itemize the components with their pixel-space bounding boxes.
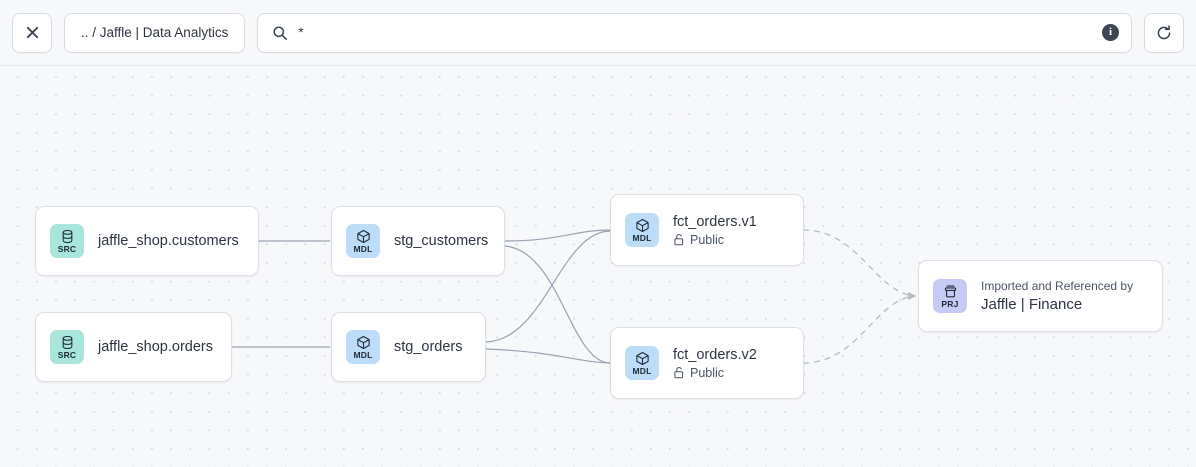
node-visibility-label: Public <box>690 365 725 380</box>
badge-prj: PRJ <box>933 279 967 313</box>
node-stg-customers[interactable]: MDL stg_customers <box>331 206 505 276</box>
node-body: jaffle_shop.customers <box>98 233 239 249</box>
edge-v2-to-project <box>802 292 917 364</box>
node-jaffle-finance-project[interactable]: PRJ Imported and Referenced by Jaffle | … <box>918 260 1163 332</box>
node-stg-orders[interactable]: MDL stg_orders <box>331 312 486 382</box>
badge-src: SRC <box>50 224 84 258</box>
badge-label: PRJ <box>941 298 959 309</box>
node-body: stg_orders <box>394 339 463 355</box>
unlock-icon <box>674 234 684 246</box>
badge-mdl: MDL <box>346 330 380 364</box>
badge-mdl: MDL <box>625 346 659 380</box>
badge-src: SRC <box>50 330 84 364</box>
database-icon <box>60 335 75 350</box>
node-title: fct_orders.v2 <box>673 346 757 363</box>
badge-mdl: MDL <box>625 213 659 247</box>
badge-label: MDL <box>632 365 652 376</box>
badge-label: SRC <box>57 349 77 360</box>
search-icon <box>273 25 288 40</box>
cube-icon <box>356 335 371 350</box>
node-jaffle-shop-orders[interactable]: SRC jaffle_shop.orders <box>35 312 232 382</box>
node-visibility-label: Public <box>690 232 725 247</box>
project-icon <box>943 284 958 299</box>
node-body: stg_customers <box>394 233 488 249</box>
unlock-icon <box>674 367 684 379</box>
info-icon-label: i <box>1108 26 1113 38</box>
node-body: Imported and Referenced by Jaffle | Fina… <box>981 279 1133 313</box>
refresh-button[interactable] <box>1144 12 1184 53</box>
node-title: Jaffle | Finance <box>981 296 1083 313</box>
node-fct-orders-v1[interactable]: MDL fct_orders.v1 Public <box>610 194 804 266</box>
node-visibility: Public <box>673 233 757 247</box>
node-title: fct_orders.v1 <box>673 213 757 230</box>
cube-icon <box>356 229 371 244</box>
badge-label: MDL <box>632 232 652 243</box>
search-input[interactable] <box>298 13 1092 52</box>
node-title: jaffle_shop.customers <box>98 233 239 249</box>
badge-mdl: MDL <box>346 224 380 258</box>
edge-stgord-to-v2 <box>485 348 611 364</box>
edge-v1-to-project <box>802 229 917 300</box>
breadcrumb[interactable]: .. / Jaffle | Data Analytics <box>64 12 246 53</box>
node-fct-orders-v2[interactable]: MDL fct_orders.v2 Public <box>610 327 804 399</box>
node-visibility: Public <box>673 366 757 380</box>
graph-area: SRC jaffle_shop.customers SRC jaffle_sh <box>0 66 1196 467</box>
node-title: stg_customers <box>394 233 489 249</box>
info-icon[interactable]: i <box>1102 24 1119 41</box>
breadcrumb-label: .. / Jaffle | Data Analytics <box>81 25 229 40</box>
node-jaffle-shop-customers[interactable]: SRC jaffle_shop.customers <box>35 206 259 276</box>
node-body: jaffle_shop.orders <box>98 339 213 355</box>
badge-label: SRC <box>57 243 77 254</box>
cube-icon <box>635 351 650 366</box>
top-toolbar: .. / Jaffle | Data Analytics i <box>0 0 1196 66</box>
close-icon <box>26 26 38 39</box>
node-title: stg_orders <box>394 339 463 355</box>
badge-label: MDL <box>353 243 373 254</box>
cube-icon <box>635 218 650 233</box>
edge-stgcust-to-v1 <box>504 229 611 242</box>
database-icon <box>60 229 75 244</box>
close-button[interactable] <box>12 12 52 53</box>
node-body: fct_orders.v1 Public <box>673 214 757 247</box>
badge-label: MDL <box>353 349 373 360</box>
refresh-icon <box>1157 24 1171 39</box>
edge-stgcust-to-v2 <box>504 245 611 364</box>
node-title: jaffle_shop.orders <box>98 339 214 355</box>
node-body: fct_orders.v2 Public <box>673 347 757 380</box>
search-bar[interactable]: i <box>257 12 1132 53</box>
node-kicker: Imported and Referenced by <box>981 279 1134 293</box>
